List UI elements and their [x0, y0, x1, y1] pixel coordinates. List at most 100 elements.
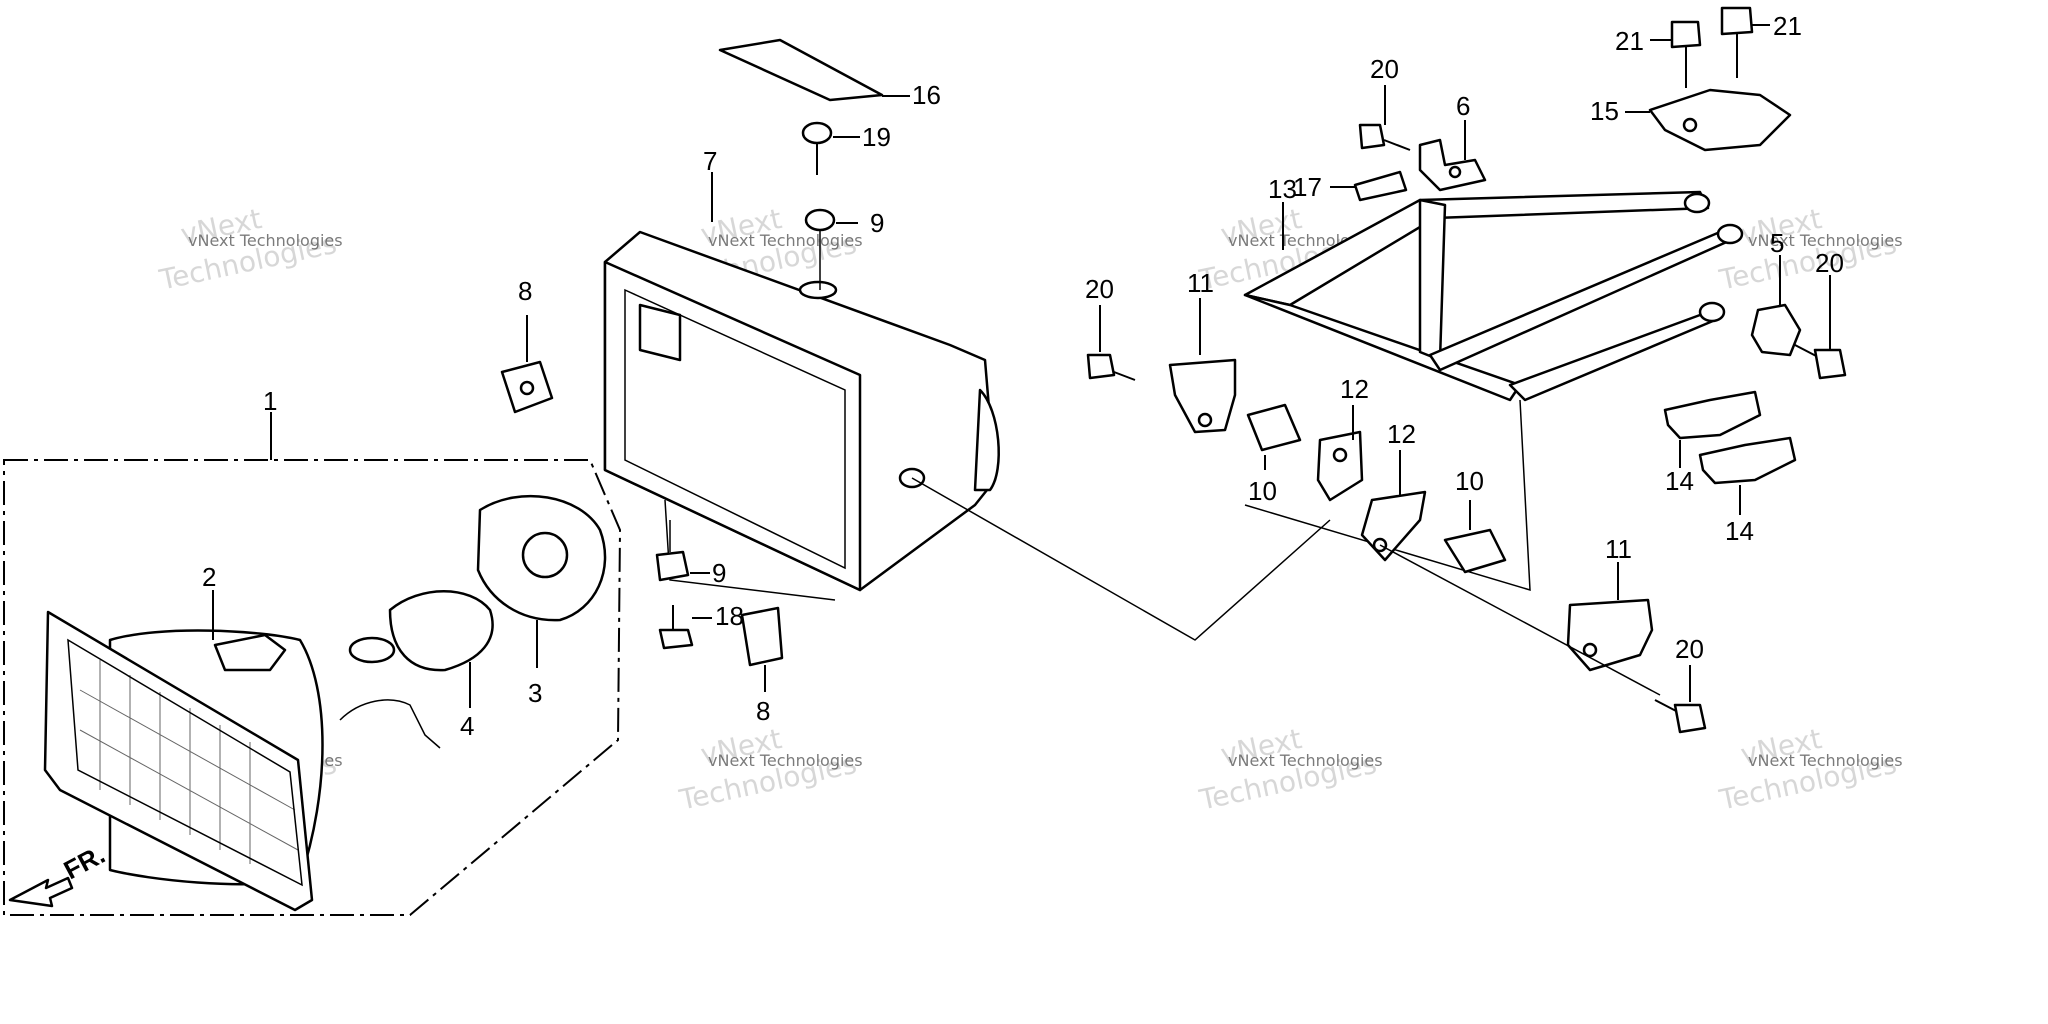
headlight-lens: [43, 610, 314, 912]
cushion-body: [1443, 528, 1507, 574]
watermark-text: vNext Technologies: [188, 231, 343, 250]
bracket-body: [1168, 358, 1237, 434]
bracket-15: [1625, 88, 1792, 152]
watermark-text: vNext Technologies: [708, 751, 863, 770]
headlight-mount-tab: [213, 633, 287, 672]
bolt-head: [1813, 348, 1847, 380]
callout-19: 19: [862, 122, 891, 152]
leader-line: [1379, 544, 1661, 696]
lens-grid: [79, 660, 299, 864]
bulb-base: [388, 590, 494, 672]
bulb-socket: [476, 494, 607, 668]
callout-12: 12: [1387, 419, 1416, 449]
callout-21: 21: [1615, 26, 1644, 56]
callout-3: 3: [528, 678, 542, 708]
screw-head: [801, 121, 833, 145]
bolt-21-right: [1720, 6, 1770, 78]
callout-10: 10: [1455, 466, 1484, 496]
bolt-18: [658, 605, 712, 650]
tape-17: [1353, 170, 1408, 202]
grommet-9-upper: [804, 208, 858, 290]
sticker: [718, 38, 884, 102]
callout-13: 13: [1268, 174, 1297, 204]
frame-end-eye: [1683, 192, 1711, 214]
bracket-12-left: [1316, 405, 1364, 502]
bolt-head: [1086, 353, 1116, 380]
bracket-11-right: [1379, 544, 1661, 696]
housing-top-hole: [798, 280, 838, 300]
frame-end-eye: [1698, 301, 1726, 323]
cushion-10-right: [1443, 500, 1507, 574]
headlight-frame: [1243, 190, 1744, 592]
bracket-hole: [1448, 165, 1462, 179]
screw-19: [801, 121, 860, 175]
callout-7: 7: [703, 146, 717, 176]
watermark-text: vNext Technologies: [1748, 231, 1903, 250]
callout-20: 20: [1085, 274, 1114, 304]
watermark-text: vNext Technologies: [1228, 751, 1383, 770]
clamp-body: [1750, 303, 1802, 357]
clip-nut-body: [740, 606, 784, 667]
bracket-body: [1566, 598, 1654, 672]
callout-1: 1: [263, 386, 277, 416]
clip-nut-hole: [519, 380, 535, 396]
callout-8: 8: [518, 276, 532, 306]
headlight-housing: [603, 172, 1000, 601]
callout-5: 5: [1770, 228, 1784, 258]
clip-nut-8-upper: [500, 315, 554, 414]
bracket-11-left: [1168, 298, 1237, 434]
housing-opening: [624, 288, 846, 570]
callout-9: 9: [870, 208, 884, 238]
bolt-head: [1720, 6, 1754, 36]
watermark-text: vNext Technologies: [1748, 751, 1903, 770]
callout-20: 20: [1815, 248, 1844, 278]
callout-11: 11: [1605, 534, 1632, 564]
callout-labels: 1 2 3 4 5 6 7 8 8 9 9 10 10 11 11 12 12 …: [202, 11, 1844, 741]
housing-bracket-outline: [664, 499, 836, 601]
assembly-1-outline: [3, 459, 622, 916]
callout-16: 16: [912, 80, 941, 110]
grommet-body: [655, 550, 690, 582]
callout-14: 14: [1665, 466, 1694, 496]
callout-9: 9: [712, 558, 726, 588]
bulb-glass: [348, 636, 396, 664]
bolt-20-right: [1794, 275, 1847, 380]
callout-17: 17: [1293, 172, 1322, 202]
callout-18: 18: [715, 601, 744, 631]
bolt-shank: [1654, 699, 1679, 713]
clamp-5: [1750, 255, 1802, 357]
bracket-body: [1648, 88, 1792, 152]
bolt-20-left: [1086, 305, 1136, 381]
bracket-12-right: [1360, 450, 1427, 562]
grommet-9-lower: [655, 520, 710, 582]
callout-4: 4: [460, 711, 474, 741]
bracket-hole: [1682, 117, 1698, 133]
bracket-body: [1316, 430, 1364, 502]
callout-20: 20: [1675, 634, 1704, 664]
frame-end-eye: [1716, 223, 1744, 245]
clip-nut-8-lower: [740, 606, 784, 692]
housing-rear: [973, 388, 1000, 492]
cushion-10-left: [1246, 403, 1302, 470]
frame-cross-bar: [1428, 230, 1742, 372]
frame-upright: [1418, 198, 1447, 362]
bolt-head: [1673, 703, 1707, 734]
frame-outline: [1244, 399, 1531, 592]
bracket-body: [1418, 138, 1487, 192]
cushion-body: [1246, 403, 1302, 452]
front-direction-marker: FR.: [8, 839, 110, 908]
bracket-hole: [1332, 447, 1348, 463]
bolt-head: [1670, 20, 1702, 49]
callout-15: 15: [1590, 96, 1619, 126]
bracket-hole: [1582, 642, 1598, 658]
headlight-unit: [43, 590, 324, 912]
bracket-6: [1418, 120, 1487, 192]
bolt-21-left: [1650, 20, 1702, 88]
assembly-connection-line: [911, 477, 1331, 641]
callout-2: 2: [202, 562, 216, 592]
callout-6: 6: [1456, 91, 1470, 121]
headlight-lens-inner: [67, 638, 303, 887]
callout-14: 14: [1725, 516, 1754, 546]
clamp-body: [1698, 436, 1797, 485]
